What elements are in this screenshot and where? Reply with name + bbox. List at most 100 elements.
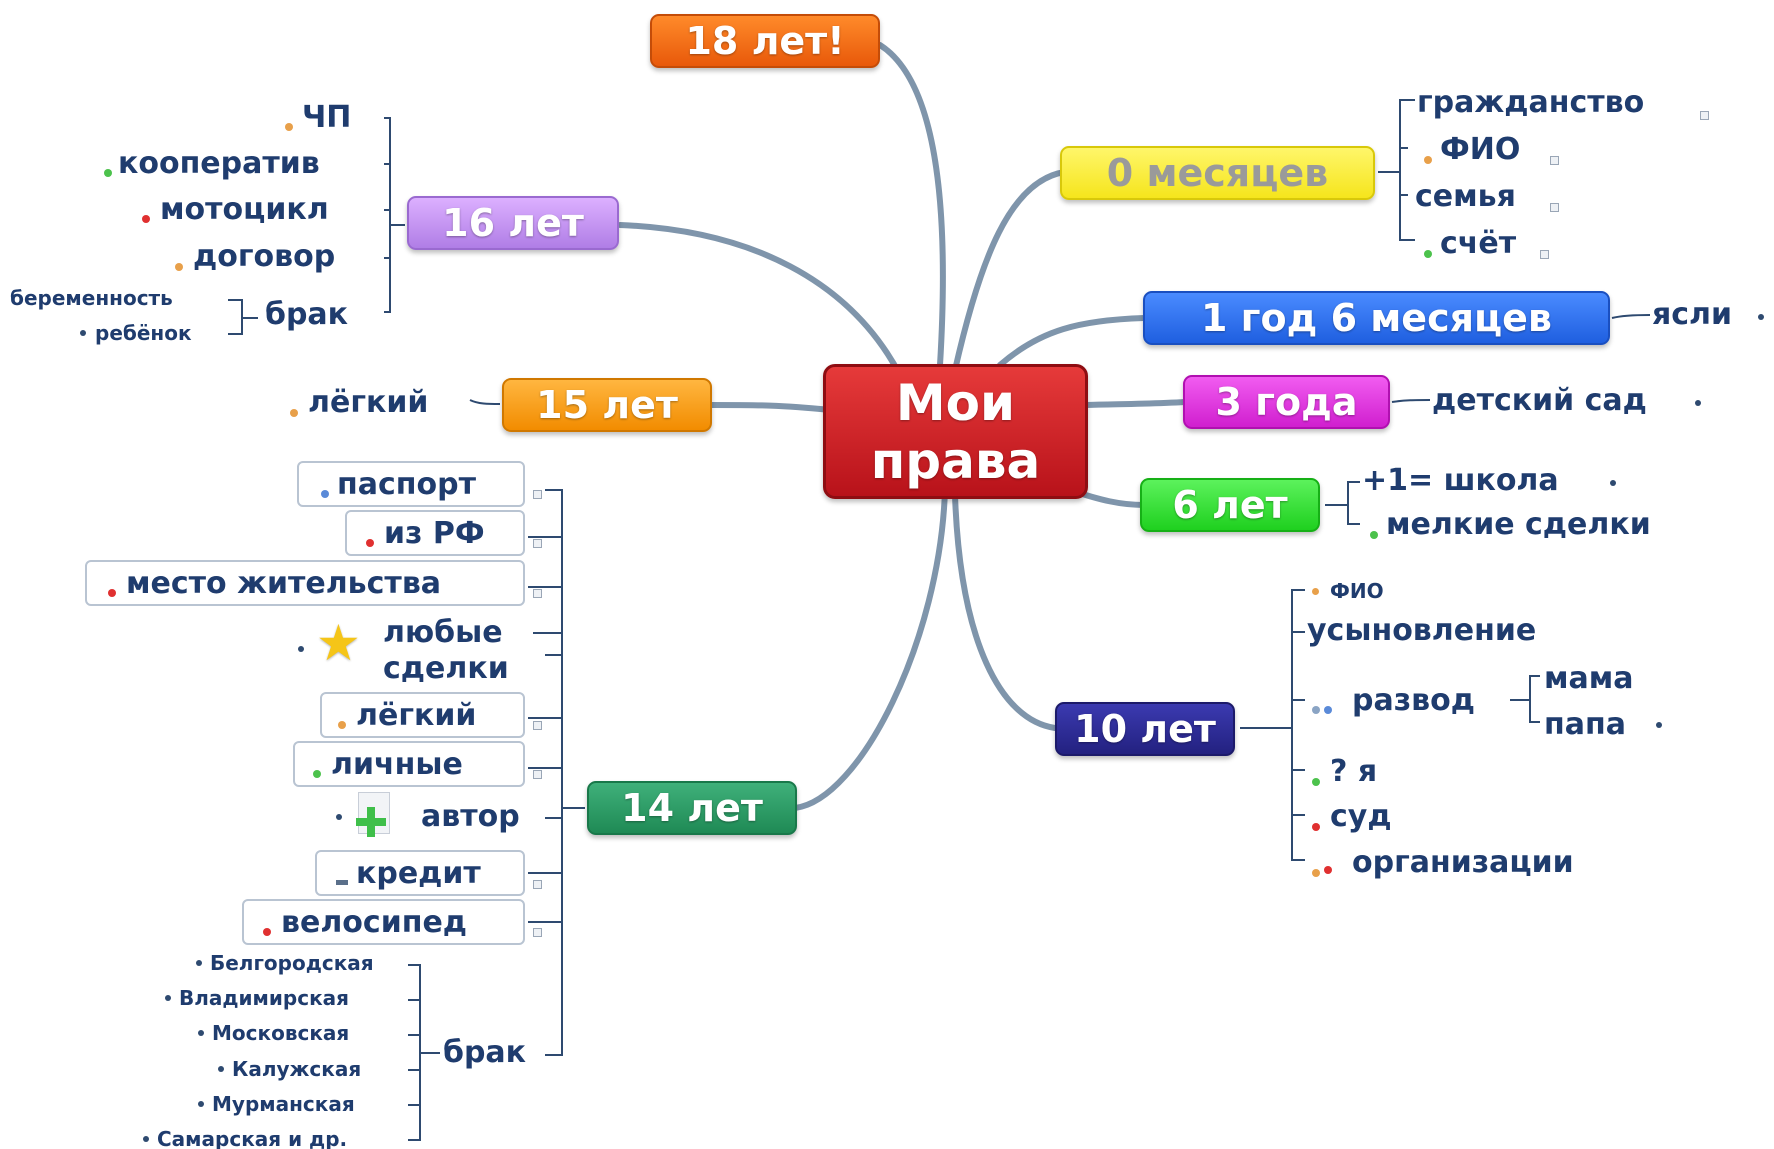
link-icon [1312,706,1320,714]
star-icon: ★ [316,614,361,672]
subtopic-personal[interactable]: личные [331,747,463,782]
subtopic-marriage-14[interactable]: брак [443,1035,527,1070]
note-icon [298,646,304,652]
topic-1y6m[interactable]: 1 год 6 месяцев [1143,291,1610,345]
topic-18[interactable]: 18 лет! [650,14,880,68]
subtopic-box-residence[interactable] [85,560,525,606]
region-samara[interactable]: Самарская и др. [157,1127,348,1149]
topic-16[interactable]: 16 лет [407,196,619,250]
subtopic-residence[interactable]: место жительства [126,566,442,601]
topic-3-label: 3 года [1215,380,1358,424]
note-icon [533,721,542,730]
subtopic-family[interactable]: семья [1415,179,1516,214]
subtopic-chp[interactable]: ЧП [302,100,352,135]
subtopic-organizations[interactable]: организации [1352,845,1574,880]
green-dot-icon [1370,531,1378,539]
note-icon [1695,400,1701,406]
flag-icon [1424,156,1432,164]
subtopic-box-passport[interactable] [297,461,525,507]
subtopic-credit[interactable]: кредит [356,856,481,891]
note-icon [533,539,542,548]
central-title-line2: права [870,431,1041,490]
subtopic-school[interactable]: +1= школа [1362,463,1559,498]
green-dot-icon [1424,250,1432,258]
region-murmansk[interactable]: Мурманская [212,1092,355,1116]
subtopic-author[interactable]: автор [421,799,520,834]
subtopic-contract[interactable]: договор [193,239,336,274]
note-icon [1700,111,1709,120]
subtopic-motorcycle[interactable]: мотоцикл [160,192,329,227]
subtopic-light-work-14[interactable]: лёгкий [356,698,477,733]
subtopic-box-bicycle[interactable] [242,899,525,945]
subtopic-nursery[interactable]: ясли [1652,297,1733,332]
subtopic-child[interactable]: ребёнок [95,321,192,345]
subtopic-marriage-16[interactable]: брак [265,297,349,332]
subtopic-adoption[interactable]: усыновление [1307,613,1537,648]
note-icon [198,1101,204,1107]
topic-15[interactable]: 15 лет [502,378,712,432]
central-title-line1: Мои [895,373,1016,432]
topic-14[interactable]: 14 лет [587,781,797,835]
flag-icon [175,263,183,271]
link-icon [321,490,329,498]
subtopic-citizenship[interactable]: гражданство [1417,85,1645,120]
subtopic-mother[interactable]: мама [1544,661,1634,696]
topic-15-label: 15 лет [536,383,678,427]
note-icon [533,928,542,937]
subtopic-court[interactable]: суд [1330,799,1392,834]
subtopic-small-deals[interactable]: мелкие сделки [1386,507,1651,542]
document-plus-icon [352,792,394,838]
subtopic-from-rf[interactable]: из РФ [384,516,485,551]
note-icon [336,814,342,820]
flag-icon [285,123,293,131]
note-icon [80,330,86,336]
region-kaluga[interactable]: Калужская [232,1057,362,1081]
subtopic-fio-0[interactable]: ФИО [1440,132,1521,167]
subtopic-box-credit[interactable] [315,850,525,896]
subtopic-account[interactable]: счёт [1440,226,1517,261]
note-icon [533,770,542,779]
subtopic-pregnancy[interactable]: беременность [10,286,173,310]
region-moscow[interactable]: Московская [212,1021,350,1045]
topic-6-label: 6 лет [1172,483,1288,527]
green-dot-icon [1312,778,1320,786]
central-topic[interactable]: Мои права [823,364,1088,499]
subtopic-light-work-15[interactable]: лёгкий [308,385,429,420]
subtopic-passport[interactable]: паспорт [337,467,476,502]
topic-6-years[interactable]: 6 лет [1140,478,1320,532]
topic-0-months[interactable]: 0 месяцев [1060,146,1375,200]
subtopic-fio-10[interactable]: ФИО [1330,579,1384,603]
note-icon [533,490,542,499]
subtopic-any-deals-label: любые сделки [383,615,509,686]
flag-icon [1312,869,1320,877]
flag-icon [338,721,346,729]
subtopic-box-personal[interactable] [293,741,525,787]
note-icon [533,589,542,598]
red-dot-icon [1324,866,1332,874]
topic-16-label: 16 лет [442,201,584,245]
note-icon [1610,480,1616,486]
note-icon [533,880,542,889]
subtopic-cooperative[interactable]: кооператив [118,146,320,181]
subtopic-father[interactable]: папа [1544,707,1626,742]
note-icon [1550,203,1559,212]
region-belgorod[interactable]: Белгородская [210,951,374,975]
subtopic-box-light-work-14[interactable] [320,692,525,738]
note-icon [218,1066,224,1072]
red-dot-icon [1312,823,1320,831]
subtopic-bicycle[interactable]: велосипед [281,905,468,940]
topic-18-label: 18 лет! [685,19,845,63]
topic-10-years[interactable]: 10 лет [1055,702,1235,756]
note-icon [1758,314,1764,320]
subtopic-question-me[interactable]: ? я [1330,754,1378,789]
subtopic-divorce[interactable]: развод [1352,683,1475,718]
subtopic-box-from-rf[interactable] [345,510,525,556]
subtopic-any-deals[interactable]: любые сделки [383,615,533,687]
topic-3-years[interactable]: 3 года [1183,375,1390,429]
region-vladimir[interactable]: Владимирская [179,986,349,1010]
flag-icon [290,409,298,417]
subtopic-kindergarten[interactable]: детский сад [1432,383,1647,418]
note-icon [143,1136,149,1142]
red-dot-icon [108,589,116,597]
